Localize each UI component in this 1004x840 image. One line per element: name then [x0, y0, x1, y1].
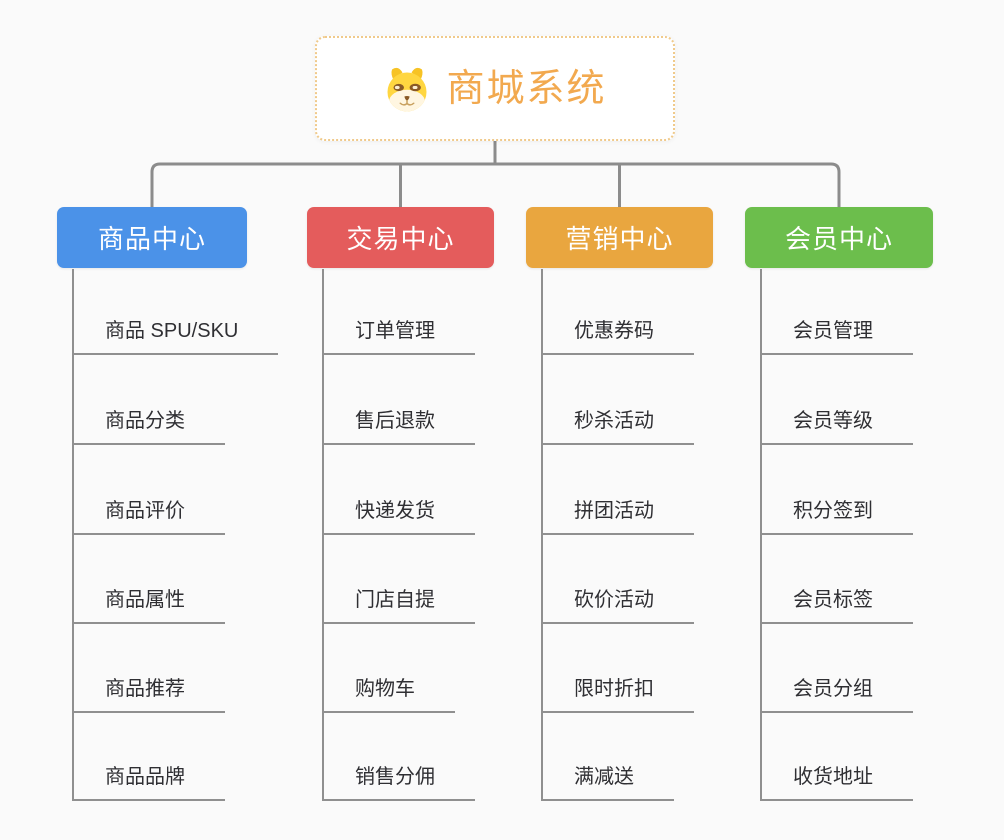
dog-face-icon — [383, 65, 431, 113]
leaf-node[interactable]: 门店自提 — [322, 586, 475, 624]
leaf-node[interactable]: 拼团活动 — [541, 497, 694, 535]
leaf-node[interactable]: 会员标签 — [760, 586, 913, 624]
leaf-node[interactable]: 会员管理 — [760, 317, 913, 355]
leaf-node[interactable]: 商品分类 — [72, 407, 225, 445]
branch-label: 营销中心 — [565, 224, 674, 254]
root-node[interactable]: 商城系统 — [315, 36, 675, 141]
leaf-node[interactable]: 商品品牌 — [72, 763, 225, 801]
leaf-node[interactable]: 销售分佣 — [322, 763, 475, 801]
branch-label: 会员中心 — [784, 224, 893, 254]
leaf-node[interactable]: 售后退款 — [322, 407, 475, 445]
branch-label: 交易中心 — [346, 224, 455, 254]
leaf-node[interactable]: 订单管理 — [322, 317, 475, 355]
leaf-node[interactable]: 会员等级 — [760, 407, 913, 445]
leaf-node[interactable]: 限时折扣 — [541, 675, 694, 713]
leaf-node[interactable]: 秒杀活动 — [541, 407, 694, 445]
branch-node-trade-center[interactable]: 交易中心 — [307, 207, 494, 268]
leaf-node[interactable]: 优惠券码 — [541, 317, 694, 355]
leaf-node[interactable]: 商品属性 — [72, 586, 225, 624]
leaf-node[interactable]: 商品推荐 — [72, 675, 225, 713]
leaf-node[interactable]: 满减送 — [541, 763, 674, 801]
leaf-node[interactable]: 砍价活动 — [541, 586, 694, 624]
leaf-node[interactable]: 会员分组 — [760, 675, 913, 713]
branch-label: 商品中心 — [97, 224, 206, 254]
root-title: 商城系统 — [446, 67, 607, 110]
branch-node-product-center[interactable]: 商品中心 — [57, 207, 247, 268]
leaf-node[interactable]: 商品评价 — [72, 497, 225, 535]
leaf-node[interactable]: 收货地址 — [760, 763, 913, 801]
branch-node-member-center[interactable]: 会员中心 — [745, 207, 933, 268]
branch-node-marketing-center[interactable]: 营销中心 — [526, 207, 713, 268]
leaf-node[interactable]: 商品 SPU/SKU — [72, 317, 279, 355]
leaf-node[interactable]: 快递发货 — [322, 497, 475, 535]
leaf-node[interactable]: 积分签到 — [760, 497, 913, 535]
leaf-node[interactable]: 购物车 — [322, 675, 455, 713]
